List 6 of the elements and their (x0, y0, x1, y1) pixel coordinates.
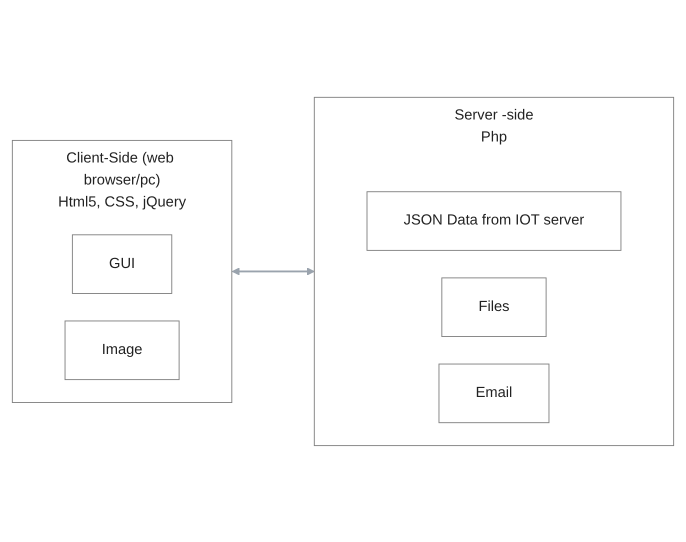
arrow (232, 266, 315, 276)
node-box: Files (441, 276, 547, 337)
node-box: Image (64, 320, 180, 380)
node-box: GUI (72, 234, 172, 294)
node-box: JSON Data from IOT server (366, 190, 622, 250)
node-box: Email (438, 363, 550, 423)
